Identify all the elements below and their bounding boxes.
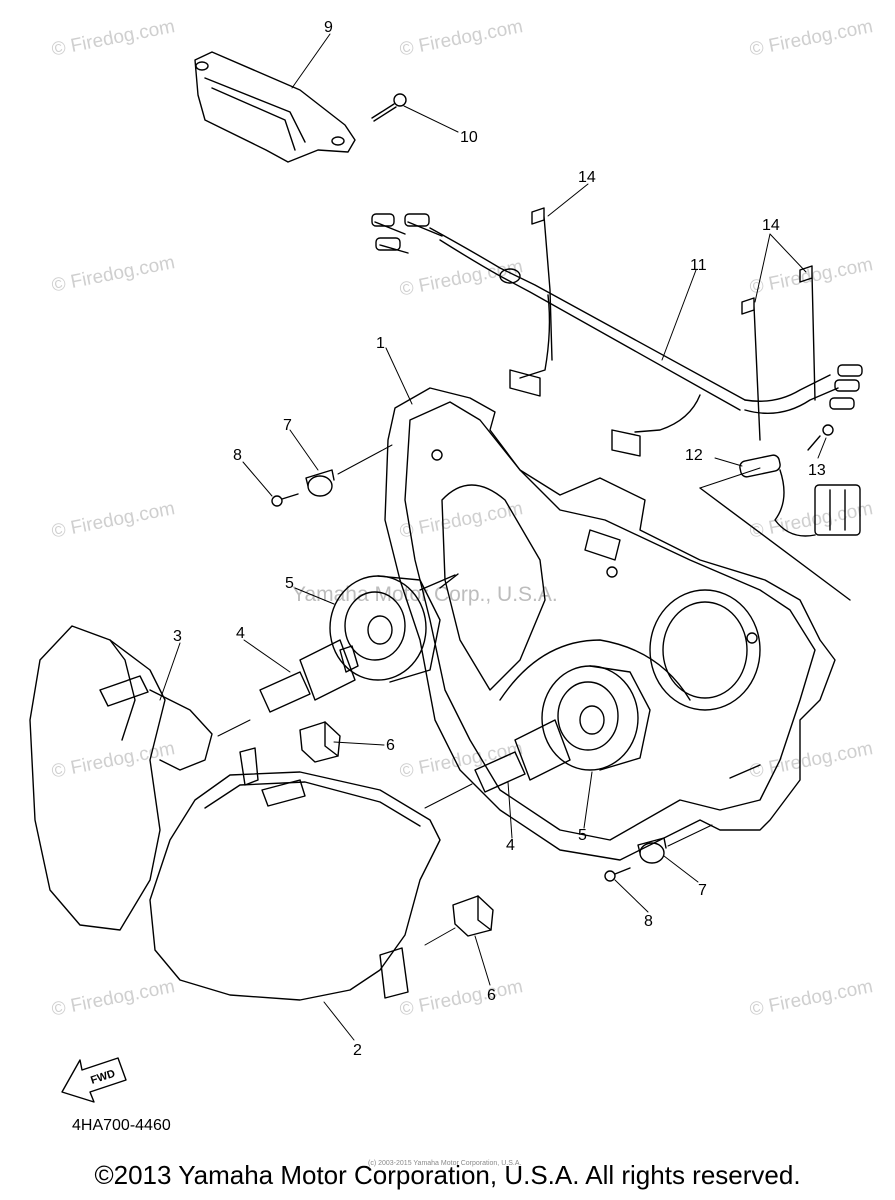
- callout-11: 11: [690, 257, 707, 274]
- copyright-notice: ©2013 Yamaha Motor Corporation, U.S.A. A…: [94, 1160, 801, 1190]
- part-5-socket-upper: [329, 573, 459, 683]
- part-11-harness: [371, 213, 863, 457]
- callout-1: 1: [376, 335, 385, 352]
- part-8-screw-upper: [271, 493, 299, 507]
- part-14-clips: [531, 207, 816, 441]
- part-4-bulb-lower: [474, 719, 571, 793]
- part-5-socket-lower: [541, 665, 651, 771]
- part-9-cover: [194, 51, 356, 163]
- small-watermark: (c) 2003-2015 Yamaha Motor Corporation, …: [368, 1160, 522, 1167]
- leader-lines: [159, 33, 827, 1041]
- part-7-damper-lower: [637, 837, 667, 864]
- callout-8: 8: [233, 447, 242, 464]
- part-12-grommet: [739, 454, 861, 537]
- callout-3: 3: [173, 628, 182, 645]
- callout-14: 14: [578, 169, 596, 186]
- callout-4: 4: [236, 625, 245, 642]
- callout-14: 14: [762, 217, 780, 234]
- part-10-screw: [371, 93, 407, 122]
- callout-4: 4: [506, 837, 515, 854]
- part-1-housing: [384, 387, 836, 861]
- part-13-screw: [807, 424, 834, 451]
- callout-2: 2: [353, 1042, 362, 1059]
- part-3-headlight-left: [29, 625, 213, 931]
- part-code: 4HA700-4460: [72, 1117, 171, 1134]
- callout-12: 12: [685, 447, 703, 464]
- callout-13: 13: [808, 462, 826, 479]
- part-6-grommet-upper: [299, 721, 341, 763]
- fwd-arrow-icon: FWD: [61, 1057, 127, 1103]
- callout-7: 7: [283, 417, 292, 434]
- callout-6: 6: [386, 737, 395, 754]
- callout-5: 5: [285, 575, 294, 592]
- callout-7: 7: [698, 882, 707, 899]
- callout-6: 6: [487, 987, 496, 1004]
- part-2-headlight-right: [149, 747, 441, 1001]
- callout-9: 9: [324, 19, 333, 36]
- center-watermark: Yamaha Motor Corp., U.S.A.: [292, 583, 558, 606]
- part-4-bulb-upper: [259, 639, 359, 713]
- callout-10: 10: [460, 129, 478, 146]
- part-7-damper-upper: [305, 469, 335, 497]
- callout-8: 8: [644, 913, 653, 930]
- callout-5: 5: [578, 827, 587, 844]
- part-8-screw-lower: [604, 867, 631, 882]
- part-6-grommet-lower: [452, 895, 494, 937]
